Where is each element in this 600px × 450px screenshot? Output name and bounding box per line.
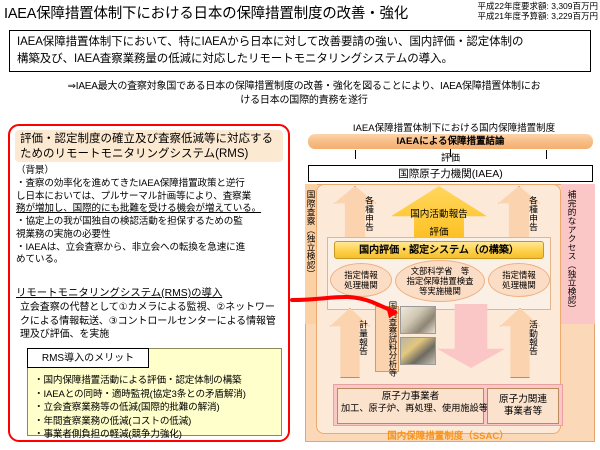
background-line-5: 視業務の実施の必要性 [16,228,111,240]
background-line-2: し日本においては、プルサーマル計画等により、査察業 [16,190,252,202]
ministry-line-2: 指定保障措置検査 [406,275,474,286]
nuclear-related-operator-box: 原子力関連 事業者等 [487,388,559,424]
evaluation-stem [450,149,451,157]
inspection-photo-2 [400,337,436,365]
designated-info-agency-right: 指定情報 処理機関 [488,263,550,297]
designated-info-agency-right-line-2: 処理機関 [502,280,536,290]
accounting-report-label: 計量報告 [358,320,368,356]
nuclear-operator-title: 原子力事業者 [381,391,440,402]
budget-figures: 平成22年度要求額: 3,309百万円 平成21年度予算額: 3,229百万円 [478,1,598,21]
conclusion-text: ⇒IAEA最大の査察対象国である日本の保障措置制度の改善・強化を図ることにより、… [34,80,574,108]
merit-item: ・IAEAとの同時・適時監視(協定3条との矛盾解消) [34,388,246,400]
evaluation-bracket [355,150,547,159]
complementary-access-band [561,184,595,324]
nuclear-related-operator-line-1: 原子力関連 [499,393,547,405]
conclusion-line-2: ける日本の国際的責務を遂行 [240,95,368,106]
iaea-conclusion-bar: IAEAによる保障措置結論 [308,134,593,149]
domestic-inspection-label: 国内査察試料分析等 [388,301,398,377]
merit-item: ・国内保障措置活動による評価・認定体制の構築 [34,375,242,386]
budget-previous-amount: 平成21年度予算額: 3,229百万円 [477,11,598,22]
rms-body-line-1: 立会査察の代替として①カメラによる監視、②ネットワー [20,302,275,313]
domestic-activity-report-labels: 国内活動報告 評価 [391,206,487,242]
rms-panel-heading: 評価・認定制度の確立及び査察低減等に対応する ためのリモートモニタリングシステム… [15,130,283,162]
designated-info-agency-left-line-2: 処理機関 [344,280,378,290]
merit-item: ・年間査察業務の低減(コストの低減) [34,415,192,427]
background-line-3: 務が増加し、国際的にも批難を受ける機会が増えている。 [16,203,262,215]
ministry-line-3: 等実施機関 [419,286,461,297]
page-title: IAEA保障措置体制下における日本の保障措置制度の改善・強化 [4,6,409,22]
rms-heading-line-2: ためのリモートモニタリングシステム(RMS) [20,148,249,161]
ministry-box: 文部科学省 等 指定保障措置検査 等実施機関 [395,260,485,302]
domestic-activity-report-line-2: 評価 [429,227,449,239]
activity-report-label: 活動報告 [528,320,538,356]
merit-list: ・国内保障措置活動による評価・認定体制の構築 ・IAEAとの同時・適時監視(協定… [34,374,280,442]
designated-info-agency-left-line-1: 指定情報 [344,269,378,280]
inspection-photo-1 [400,306,436,334]
rms-body: 立会査察の代替として①カメラによる監視、②ネットワー クによる情報転送、③コント… [20,301,288,342]
nuclear-related-operator-line-2: 事業者等 [503,406,543,417]
declaration-label-right: 各種申告 [528,196,538,232]
diagram-title: IAEA保障措置体制下における国内保障措置制度 [352,123,556,134]
background-line-7: めている。 [16,254,64,266]
rms-panel: 評価・認定制度の確立及び査察低減等に対応する ためのリモートモニタリングシステム… [8,124,290,442]
background-line-6: ・IAEAは、立会査察から、非立会への転換を急速に進 [16,241,246,253]
background-heading: （背景） [16,165,54,176]
merit-box-tab-label: RMS導入のメリット [27,348,149,368]
merit-item: ・事業者側負担の軽減(競争力強化) [34,429,182,441]
domestic-activity-report-line-1: 国内活動報告 [410,209,468,220]
ssac-caption: 国内保障措置制度（SSAC） [387,431,509,442]
summary-line-2: 構築及び、IAEA査察業務量の低減に対応したリモートモニタリングシステムの導入。 [17,53,453,66]
vertical-label-international-inspection: 国際査察（独立検認） [306,190,316,278]
nuclear-operator-detail: 加工、原子炉、再処理、使用施設等 [341,402,488,413]
background-line-4: ・協定上の我が国独自の検認活動を担保するための監 [16,216,243,227]
summary-line-1: IAEA保障措置体制下において、特にIAEAから日本に対して改善要請の強い、国内… [17,36,524,48]
ministry-line-1: 文部科学省 等 [410,265,470,276]
rms-body-line-3: 理及び評価、を実施 [20,329,110,341]
merit-item: ・立会査察業務等の低減(国際的批難の解消) [34,402,220,414]
evaluation-label: 評価 [440,153,460,164]
merit-box: RMS導入のメリット ・国内保障措置活動による評価・認定体制の構築 ・IAEAと… [27,348,282,440]
iaea-organization-box: 国際原子力機関(IAEA) [308,165,593,182]
declaration-label-left: 各種申告 [364,196,374,232]
nuclear-operator-box: 原子力事業者 加工、原子炉、再処理、使用施設等 [337,388,488,424]
rms-heading-line-1: 評価・認定制度の確立及び査察低減等に対応する [20,133,273,145]
vertical-label-complementary-access: 補完的なアクセス（独立検認） [567,190,577,314]
background-line-1: ・査察の効率化を進めてきたIAEA保障措置政策と逆行 [16,177,245,189]
conclusion-line-1: ⇒IAEA最大の査察対象国である日本の保障措置制度の改善・強化を図ることにより、… [67,81,541,92]
background-section: （背景） ・査察の効率化を進めてきたIAEA保障措置政策と逆行 し日本においては… [16,165,288,267]
designated-info-agency-right-line-1: 指定情報 [502,269,536,280]
international-inspection-band [305,184,317,324]
rms-intro-heading: リモートモニタリングシステム(RMS)の導入 [16,288,223,299]
domestic-evaluation-system-bar: 国内評価・認定システム（の構築） [334,241,544,259]
budget-request-amount: 平成22年度要求額: 3,309百万円 [477,1,598,11]
rms-body-line-2: クによる情報転送、③コントロールセンターによる情報管 [20,315,276,327]
summary-box: IAEA保障措置体制下において、特にIAEAから日本に対して改善要請の強い、国内… [9,30,591,72]
designated-info-agency-left: 指定情報 処理機関 [330,263,392,297]
